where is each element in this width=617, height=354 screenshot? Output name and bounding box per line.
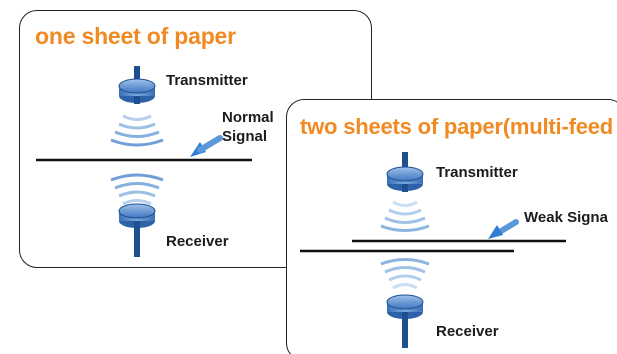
transmitter-label: Transmitter xyxy=(166,72,248,89)
signal-wave-icon xyxy=(110,173,164,206)
panel-two-sheets xyxy=(286,99,617,354)
signal-label-line2: Signal xyxy=(222,128,268,145)
signal-wave-icon xyxy=(380,200,430,232)
receiver-sensor-icon xyxy=(386,294,424,348)
signal-wave-icon xyxy=(110,114,164,147)
receiver-label: Receiver xyxy=(166,233,229,250)
panel-title: one sheet of paper xyxy=(35,23,236,49)
arrow-icon xyxy=(190,135,223,157)
signal-label-line1: Weak Signa xyxy=(524,209,608,226)
receiver-sensor-icon xyxy=(118,203,156,257)
receiver-label: Receiver xyxy=(436,323,499,340)
transmitter-sensor-icon xyxy=(386,152,424,192)
transmitter-sensor-icon xyxy=(118,66,156,104)
signal-wave-icon xyxy=(380,258,430,290)
transmitter-label: Transmitter xyxy=(436,164,518,181)
panel-title: two sheets of paper(multi-feed xyxy=(300,114,614,139)
signal-label-line1: Normal xyxy=(222,109,274,126)
arrow-icon xyxy=(488,219,519,239)
